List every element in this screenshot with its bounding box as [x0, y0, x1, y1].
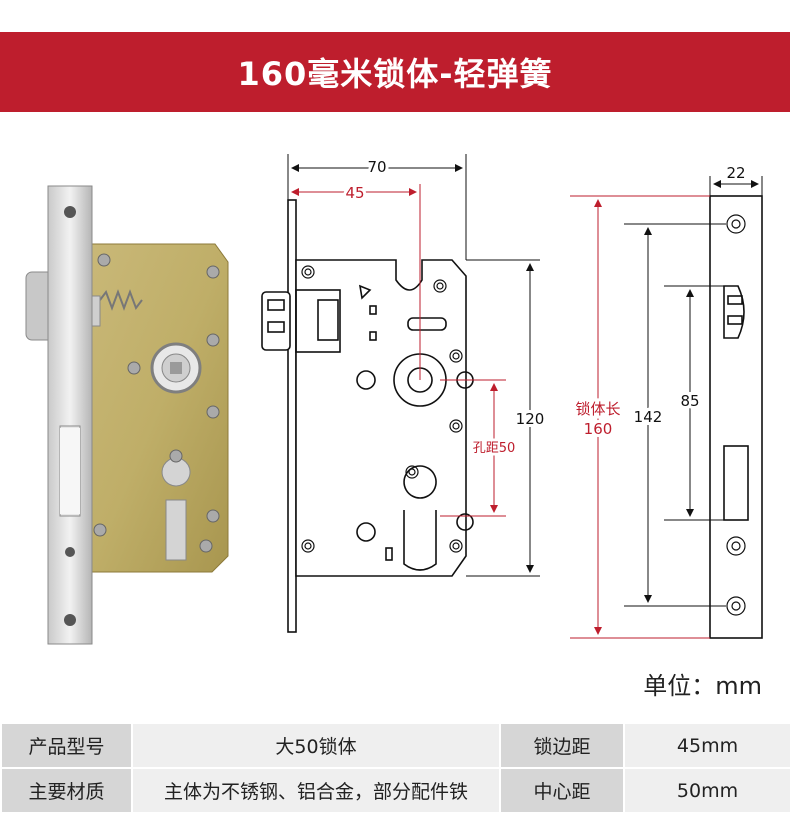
spec-label-material: 主要材质	[0, 767, 133, 814]
dim-backset-label: 45	[345, 184, 364, 202]
page-title: 160毫米锁体-轻弹簧	[237, 55, 553, 93]
dim-hole-spacing-label: 孔距50	[473, 441, 516, 456]
lock-drawing: 70 45 120 孔距50 22 锁体长 160 142	[25, 154, 763, 645]
spec-label-backset: 锁边距	[499, 722, 625, 769]
table-row: 产品型号 大50锁体 锁边距 45mm	[0, 722, 790, 769]
dim-screw-spacing-label: 142	[634, 408, 663, 426]
dim-width-label: 70	[367, 158, 386, 176]
front-view-dimensions	[287, 154, 540, 577]
front-view-drawing	[261, 199, 474, 633]
dim-lock-length-value: 160	[584, 420, 613, 438]
spec-table: 产品型号 大50锁体 锁边距 45mm 主要材质 主体为不锈钢、铝合金，部分配件…	[0, 722, 790, 814]
spec-value-backset: 45mm	[623, 722, 790, 769]
spec-value-material: 主体为不锈钢、铝合金，部分配件铁	[131, 767, 501, 814]
dim-faceplate-label: 22	[726, 164, 745, 182]
spec-value-center: 50mm	[623, 767, 790, 814]
spec-value-model: 大50锁体	[131, 722, 501, 769]
dim-inner-label: 85	[680, 392, 699, 410]
title-banner: 160毫米锁体-轻弹簧	[0, 32, 790, 112]
dim-body-height-label: 120	[516, 410, 545, 428]
table-row: 主要材质 主体为不锈钢、铝合金，部分配件铁 中心距 50mm	[0, 767, 790, 814]
spec-label-center: 中心距	[499, 767, 625, 814]
unit-label: 单位：mm	[643, 672, 762, 700]
side-view-dimensions	[570, 176, 763, 639]
side-view-drawing	[709, 195, 763, 639]
lock-body-photo	[25, 185, 229, 645]
dim-lock-length-label: 锁体长	[575, 400, 620, 418]
spec-label-model: 产品型号	[0, 722, 133, 769]
